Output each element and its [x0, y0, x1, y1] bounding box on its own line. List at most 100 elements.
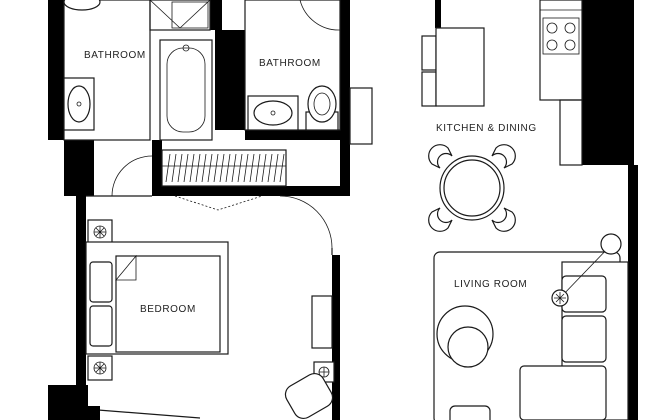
- dining-chair-4: [491, 207, 516, 232]
- floor-lamp-arm: [559, 243, 613, 299]
- wall-bedroom-bottom: [86, 406, 100, 420]
- living-armchair: [449, 405, 491, 420]
- wardrobe-hanger: [165, 153, 171, 183]
- room-label-bathroom-right: BATHROOM: [259, 58, 321, 69]
- wall-left-step: [64, 140, 94, 196]
- dining-table-top: [443, 159, 501, 217]
- room-label-kitchen: KITCHEN & DINING: [436, 123, 537, 134]
- wardrobe-hanger: [183, 153, 189, 183]
- bedroom-lamp-cross: [319, 367, 329, 377]
- dining-chair-1: [428, 144, 453, 169]
- wall-left-lower: [76, 196, 86, 390]
- wardrobe-hanger: [261, 153, 267, 183]
- toilet-right-seat: [313, 92, 331, 116]
- bedside-table-bottom: [87, 355, 113, 381]
- wall-center-upper: [340, 0, 350, 196]
- wall-left-upper: [48, 0, 64, 140]
- wardrobe-hanger: [213, 153, 219, 183]
- kitchen-island: [435, 27, 485, 107]
- wall-bottom-left: [48, 385, 88, 420]
- duvet-fold: [115, 254, 137, 281]
- wall-right-upper: [582, 0, 634, 165]
- wardrobe-hanger: [177, 153, 183, 183]
- bedroom-desk: [311, 295, 333, 349]
- wall-wardrobe-bottom: [152, 186, 348, 196]
- wall-bath-top: [210, 0, 222, 30]
- sink-right: [253, 100, 293, 126]
- lamp-bottom-cross: [94, 362, 106, 374]
- wardrobe-hanger: [231, 153, 237, 183]
- hob-burner-4: [564, 39, 576, 51]
- floor-lamp-cross: [554, 292, 566, 304]
- living-room: LIVING ROOM: [433, 233, 629, 420]
- sofa-cushion-2: [561, 315, 607, 363]
- drain-right: [270, 110, 276, 116]
- dining-chair-3: [428, 207, 453, 232]
- wardrobe-hanger: [255, 153, 261, 183]
- wardrobe-hanger: [201, 153, 207, 183]
- wall-kitchen-top: [435, 0, 441, 28]
- lamp-top-cross: [94, 226, 106, 238]
- kitchen-dining: KITCHEN & DINING: [349, 0, 583, 232]
- hob-burner-3: [546, 39, 558, 51]
- room-label-living: LIVING ROOM: [454, 279, 527, 290]
- wardrobe-hanger: [279, 153, 285, 183]
- wardrobe-hanger: [219, 153, 225, 183]
- wardrobe-door-swing: [174, 195, 263, 211]
- room-label-bathroom-left: BATHROOM: [84, 50, 146, 61]
- wall-bath-bottom: [245, 130, 345, 140]
- wardrobe-hanger: [267, 153, 273, 183]
- bathroom-right-door-swing: [299, 0, 341, 31]
- bathroom-left: BATHROOM: [63, 0, 213, 141]
- pillow-top: [89, 261, 113, 303]
- room-label-bedroom: BEDROOM: [140, 304, 196, 315]
- wall-bedroom-right: [332, 255, 340, 420]
- stool-1: [421, 35, 437, 71]
- floor-lamp-shade: [600, 233, 622, 255]
- shower-line-1: [149, 0, 181, 29]
- wardrobe-hangers: [165, 153, 285, 183]
- bedroom: BEDROOM: [85, 155, 335, 420]
- walls: [48, 0, 638, 420]
- shower-line-2: [179, 0, 211, 29]
- wardrobe-hanger: [207, 153, 213, 183]
- wardrobe-hanger: [249, 153, 255, 183]
- wardrobe-hanger: [225, 153, 231, 183]
- living-ottoman: [447, 326, 489, 368]
- hob: [542, 17, 580, 55]
- bedroom-armchair: [284, 372, 334, 420]
- wardrobe-hanger: [273, 153, 279, 183]
- bedroom-bottom-line: [97, 409, 201, 419]
- wardrobe-hanger: [243, 153, 249, 183]
- bedroom-door-swing-top: [111, 155, 153, 197]
- wall-bath-divider: [215, 30, 245, 130]
- hob-burner-1: [546, 22, 558, 34]
- pillow-bottom: [89, 305, 113, 347]
- shower-head: [171, 1, 209, 29]
- wardrobe: [161, 149, 287, 211]
- bathroom-right: BATHROOM: [244, 0, 341, 131]
- dining-chair-2: [491, 144, 516, 169]
- wardrobe-hanger: [195, 153, 201, 183]
- hob-burner-2: [564, 22, 576, 34]
- wall-wardrobe-left: [152, 140, 162, 196]
- toilet-right-bowl: [307, 85, 337, 123]
- wall-right-lower: [628, 165, 638, 420]
- toilet-left: [63, 0, 101, 11]
- wardrobe-hanger: [237, 153, 243, 183]
- wardrobe-hanger: [189, 153, 195, 183]
- sink-left: [67, 85, 91, 123]
- bathtub-drain: [182, 44, 190, 52]
- bedroom-door-swing-right: [279, 195, 333, 249]
- kitchen-fridge: [559, 99, 583, 166]
- drain-left: [76, 101, 82, 107]
- wardrobe-hanger: [171, 153, 177, 183]
- sofa-chaise: [519, 365, 607, 420]
- bed-duvet: [115, 255, 221, 353]
- kitchen-counter-right: [539, 0, 583, 101]
- sofa-cushion-1: [561, 275, 607, 313]
- bathroom-left-outline: [63, 0, 151, 141]
- bathtub: [159, 39, 213, 141]
